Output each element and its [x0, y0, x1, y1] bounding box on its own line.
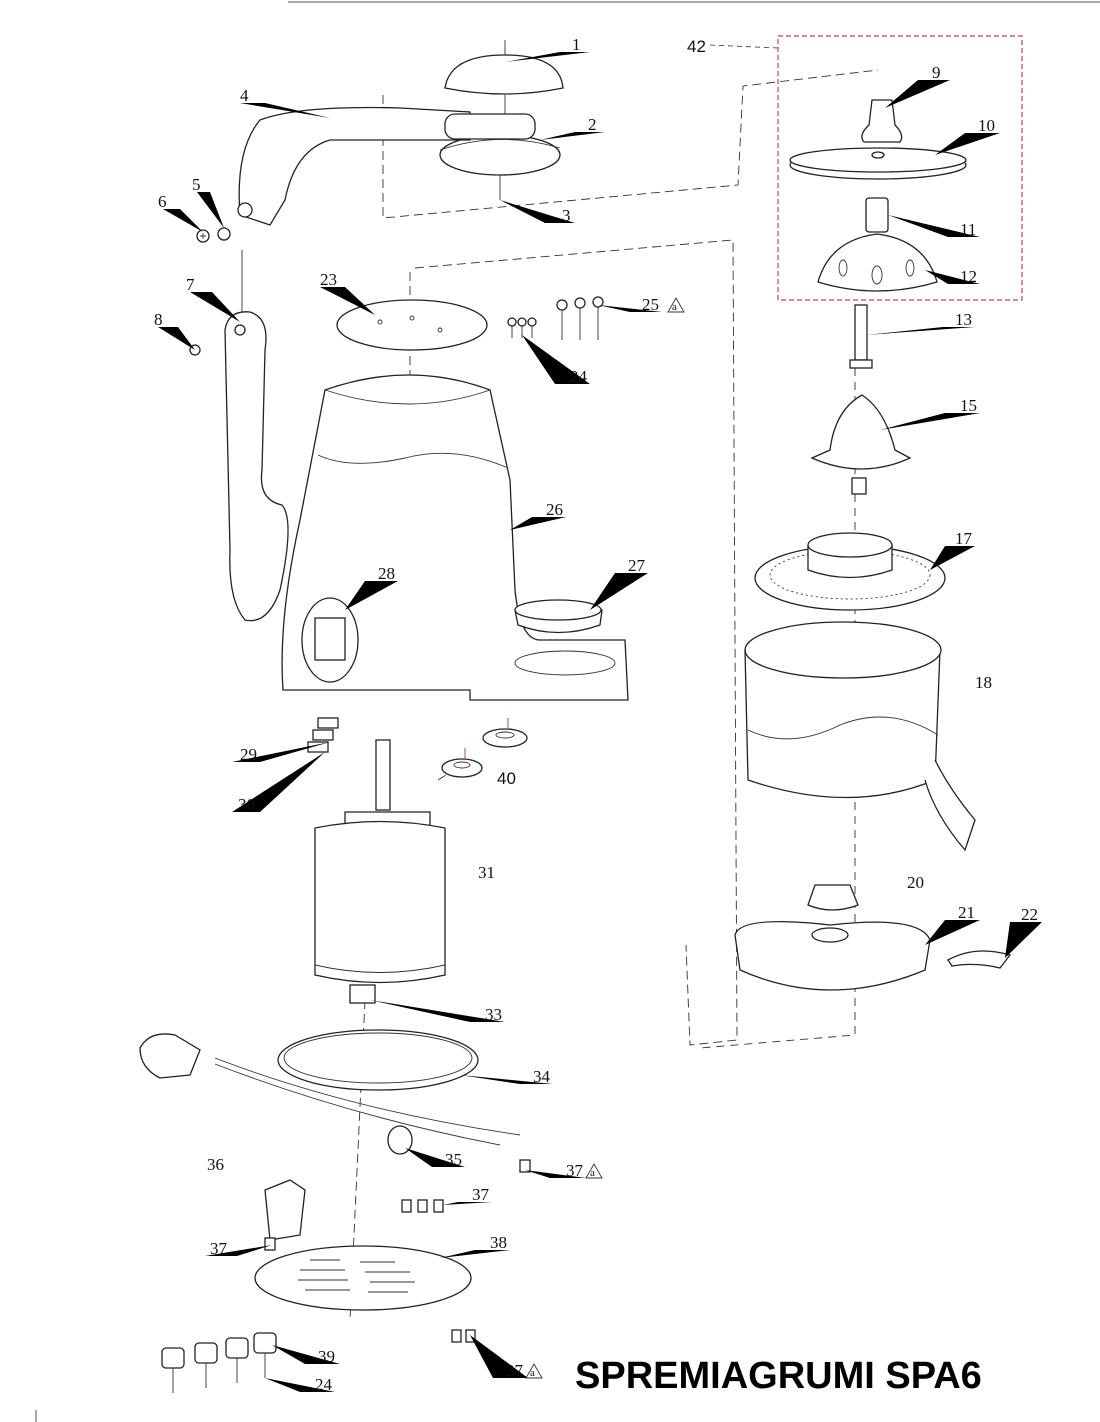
- label-part-18: 18: [975, 673, 992, 692]
- label-part-22: 22: [1021, 905, 1038, 924]
- part-10-disk: [789, 147, 967, 180]
- revision-mark-37a: a: [585, 1163, 603, 1179]
- label-part-38: 38: [490, 1233, 507, 1252]
- part-11-sleeve: [865, 197, 889, 233]
- part-26-main-body: [281, 374, 629, 701]
- label-part-3: 3: [562, 206, 571, 225]
- label-part-2: 2: [588, 115, 597, 134]
- part-22-clip: [947, 950, 1012, 969]
- label-part-26: 26: [546, 500, 563, 519]
- label-part-27: 27: [628, 556, 646, 575]
- label-part-37-b: 37: [472, 1185, 490, 1204]
- group-42-leader: [709, 44, 779, 49]
- part-20-coupling: [807, 884, 859, 911]
- label-part-17: 17: [955, 529, 973, 548]
- part-17-strainer: [754, 532, 946, 611]
- part-21-drip-tray: [734, 921, 931, 991]
- label-part-24: 24: [570, 367, 588, 386]
- label-part-11: 11: [960, 220, 976, 239]
- label-part-34: 34: [533, 1067, 551, 1086]
- part-15-reamer-cone: [810, 394, 912, 495]
- part-39-feet: [161, 1332, 277, 1393]
- svg-text:a: a: [590, 1167, 595, 1179]
- label-part-25: 25: [642, 295, 659, 314]
- label-part-9: 9: [932, 63, 941, 82]
- label-part-39: 39: [318, 1347, 335, 1366]
- assembly-line-top: [382, 69, 879, 219]
- part-18-juice-bowl: [744, 621, 976, 852]
- part-23-plate: [336, 299, 488, 351]
- part-40-bearings: [441, 718, 528, 778]
- label-part-29: 29: [240, 745, 257, 764]
- part-7-handle: [224, 250, 289, 622]
- label-part-5: 5: [192, 175, 201, 194]
- label-part-28: 28: [378, 564, 395, 583]
- label-part-37-c: 37: [210, 1239, 228, 1258]
- label-part-13: 13: [955, 310, 972, 329]
- label-part-24-b: 24: [315, 1375, 333, 1394]
- label-part-15: 15: [960, 396, 977, 415]
- part-2-plate: [439, 134, 561, 200]
- label-part-23: 23: [320, 270, 337, 289]
- revision-mark-25: a: [667, 297, 685, 313]
- label-part-31: 31: [478, 863, 495, 882]
- part-28-switch: [301, 597, 359, 683]
- part-1-cap: [444, 40, 564, 118]
- part-4-lever-arm: [237, 106, 536, 226]
- part-35-grommet: [387, 1125, 413, 1155]
- diagram-title: SPREMIAGRUMI SPA6: [575, 1355, 982, 1397]
- label-part-7: 7: [186, 275, 195, 294]
- part-9-knob: [861, 99, 903, 143]
- label-part-35: 35: [445, 1150, 462, 1169]
- part-5-washer: [217, 227, 231, 241]
- part-6-screw: [196, 229, 210, 243]
- label-part-6: 6: [158, 192, 167, 211]
- label-part-8: 8: [154, 310, 163, 329]
- label-part-1: 1: [572, 35, 581, 54]
- part-31-motor: [314, 739, 446, 1004]
- group-42-label: 42: [687, 37, 706, 56]
- label-part-40: 40: [497, 769, 516, 788]
- part-38-grille: [254, 1245, 472, 1311]
- part-25-screws: [556, 296, 604, 340]
- part-13-shaft: [849, 304, 873, 369]
- part-12-dome: [817, 233, 938, 292]
- label-part-33: 33: [485, 1005, 502, 1024]
- part-34-power-cord: [139, 1029, 521, 1146]
- svg-text:a: a: [530, 1367, 535, 1379]
- label-part-10: 10: [978, 116, 995, 135]
- label-part-37-a: 37: [566, 1161, 584, 1180]
- label-part-21: 21: [958, 903, 975, 922]
- svg-text:a: a: [672, 301, 677, 313]
- part-27-collar: [514, 599, 603, 634]
- label-part-4: 4: [240, 86, 249, 105]
- group-42-box: [777, 35, 1023, 301]
- part-36-capacitor: [264, 1179, 306, 1241]
- label-part-37-d: 37: [506, 1361, 524, 1380]
- revision-mark-37d: a: [525, 1363, 543, 1379]
- label-part-30: 30: [238, 795, 255, 814]
- label-part-36: 36: [207, 1155, 224, 1174]
- label-part-12: 12: [960, 267, 977, 286]
- part-37-terminals: [264, 1159, 531, 1343]
- part-24-screws: [507, 317, 537, 338]
- label-part-20: 20: [907, 873, 924, 892]
